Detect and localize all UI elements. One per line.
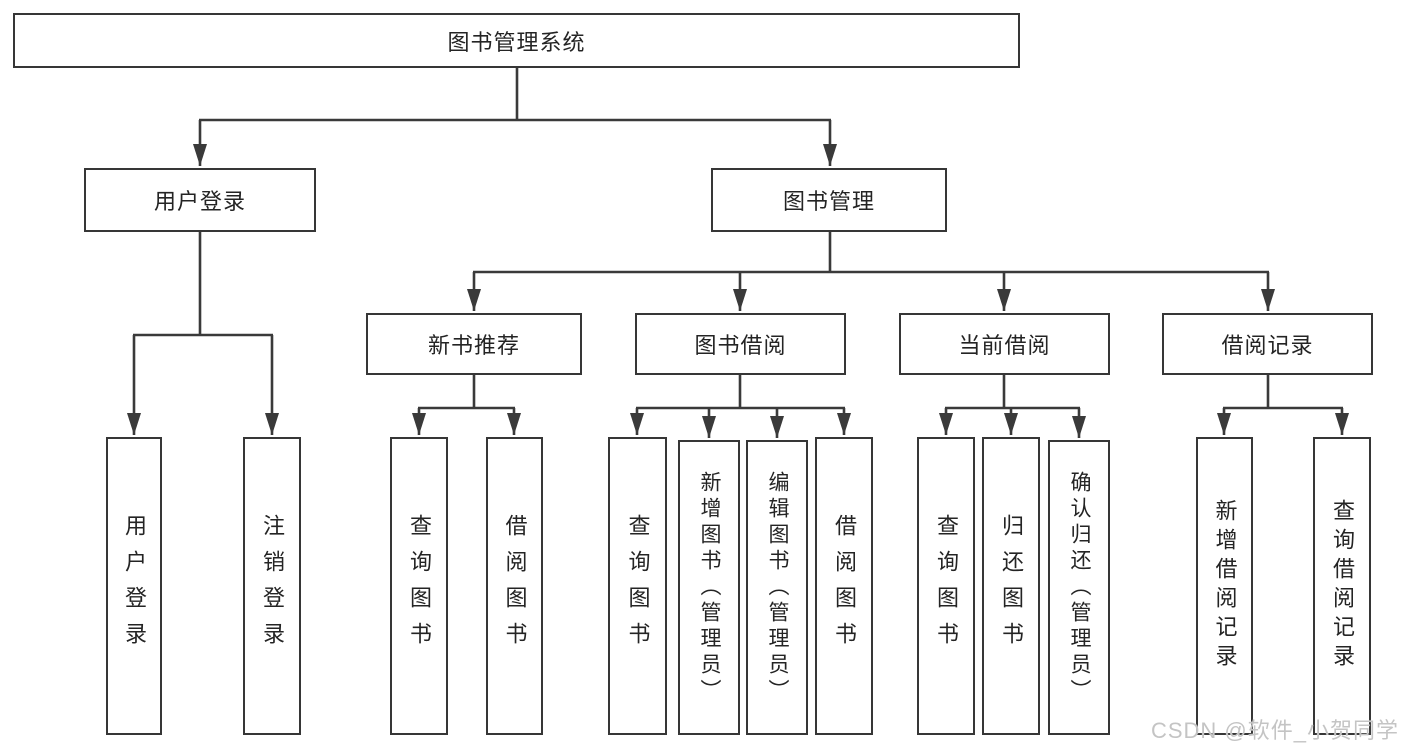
leaf-logout: 注销登录 bbox=[243, 437, 301, 735]
node-label: 归还图书 bbox=[999, 514, 1024, 658]
leaf-add-borrow-record: 新增借阅记录 bbox=[1196, 437, 1253, 735]
leaf-user-login: 用户登录 bbox=[106, 437, 162, 735]
node-user-login: 用户登录 bbox=[84, 168, 316, 232]
node-label: 借阅图书 bbox=[832, 514, 857, 658]
leaf-borrow-books-rec: 借阅图书 bbox=[486, 437, 543, 735]
node-new-book-recommendation: 新书推荐 bbox=[366, 313, 582, 375]
node-label: 查询借阅记录 bbox=[1330, 499, 1355, 673]
node-label: 新书推荐 bbox=[427, 333, 520, 358]
leaf-query-books-borrow: 查询图书 bbox=[608, 437, 667, 735]
leaf-edit-books-admin: 编辑图书（管理员） bbox=[746, 440, 808, 735]
node-label: 新增借阅记录 bbox=[1212, 499, 1238, 673]
node-label: 当前借阅 bbox=[958, 333, 1051, 358]
node-label: 用户登录 bbox=[122, 514, 147, 658]
node-label: 编辑图书（管理员） bbox=[766, 470, 789, 705]
node-current-borrowing: 当前借阅 bbox=[899, 313, 1110, 375]
node-label: 借阅记录 bbox=[1221, 333, 1314, 358]
node-label: 图书管理 bbox=[782, 189, 875, 214]
node-label: 图书管理系统 bbox=[447, 29, 586, 55]
leaf-query-borrow-record: 查询借阅记录 bbox=[1313, 437, 1371, 735]
node-label: 图书借阅 bbox=[694, 333, 787, 358]
node-borrowing-record: 借阅记录 bbox=[1162, 313, 1373, 375]
node-label: 新增图书（管理员） bbox=[698, 470, 721, 705]
leaf-add-books-admin: 新增图书（管理员） bbox=[678, 440, 740, 735]
node-label: 查询图书 bbox=[934, 514, 959, 658]
node-book-borrowing: 图书借阅 bbox=[635, 313, 846, 375]
node-root-system: 图书管理系统 bbox=[13, 13, 1020, 68]
leaf-borrow-books: 借阅图书 bbox=[815, 437, 873, 735]
node-label: 借阅图书 bbox=[502, 514, 528, 658]
node-label: 注销登录 bbox=[260, 514, 285, 658]
leaf-return-books: 归还图书 bbox=[982, 437, 1040, 735]
csdn-watermark: CSDN @软件_小贺同学 bbox=[1150, 718, 1399, 743]
leaf-query-books-current: 查询图书 bbox=[917, 437, 975, 735]
node-label: 查询图书 bbox=[625, 514, 651, 658]
node-label: 查询图书 bbox=[407, 514, 432, 658]
node-label: 确认归还（管理员） bbox=[1068, 470, 1091, 705]
node-label: 用户登录 bbox=[153, 189, 246, 214]
leaf-confirm-return-admin: 确认归还（管理员） bbox=[1048, 440, 1110, 735]
node-book-management: 图书管理 bbox=[711, 168, 947, 232]
leaf-query-books-rec: 查询图书 bbox=[390, 437, 448, 735]
